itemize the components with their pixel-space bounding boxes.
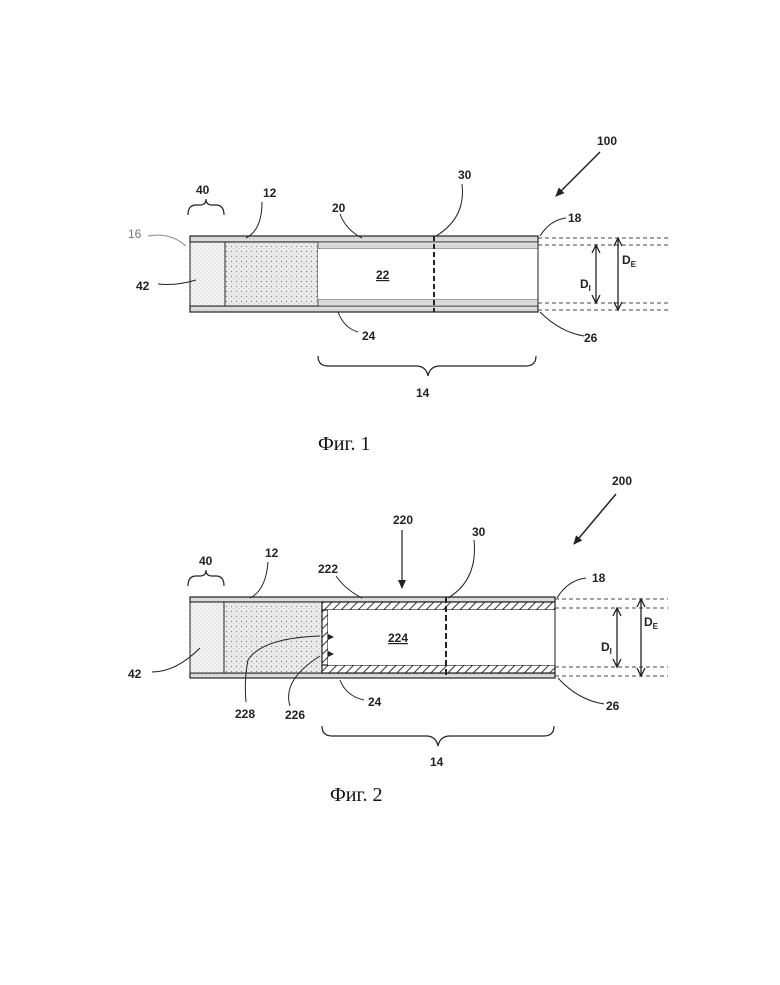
fig2-leader-30 xyxy=(448,540,474,598)
fig1-leader-30 xyxy=(436,184,462,236)
figure-2: 200 220 40 12 30 222 18 224 42 228 226 2… xyxy=(128,474,668,806)
fig2-label-40: 40 xyxy=(199,554,213,568)
fig2-label-222: 222 xyxy=(318,562,338,576)
fig1-label-12: 12 xyxy=(263,186,277,200)
fig1-leader-26 xyxy=(540,312,584,336)
fig1-bracket-40 xyxy=(188,199,224,215)
fig1-arrow-100 xyxy=(556,152,600,196)
fig2-leader-222 xyxy=(336,576,362,598)
fig2-label-di: DI xyxy=(601,640,612,656)
fig2-leader-12 xyxy=(250,562,268,598)
fig1-wrapper-bottom xyxy=(190,306,538,312)
figure-1: 100 40 12 30 20 16 18 42 22 24 26 14 DE … xyxy=(128,134,668,455)
fig2-tube-wall-top xyxy=(322,602,555,610)
fig2-label-de: DE xyxy=(644,615,659,631)
fig2-label-226: 226 xyxy=(285,708,305,722)
fig1-label-30: 30 xyxy=(458,168,472,182)
fig1-label-40: 40 xyxy=(196,183,210,197)
fig1-label-14: 14 xyxy=(416,386,430,400)
fig2-wrapper-top xyxy=(190,597,555,602)
fig1-label-22: 22 xyxy=(376,268,390,282)
fig1-cavity-22 xyxy=(318,249,538,299)
fig2-filter-12 xyxy=(224,602,322,673)
fig2-cavity-224 xyxy=(328,610,555,665)
fig2-label-228: 228 xyxy=(235,707,255,721)
fig2-leader-18 xyxy=(557,578,586,598)
fig2-label-30: 30 xyxy=(472,525,486,539)
fig1-tube-wall-top xyxy=(318,242,538,249)
fig2-label-26: 26 xyxy=(606,699,620,713)
fig1-leader-24 xyxy=(338,312,358,332)
fig1-label-100: 100 xyxy=(597,134,617,148)
fig1-label-16: 16 xyxy=(128,227,142,241)
fig2-caption: Фиг. 2 xyxy=(330,784,382,806)
fig2-label-42: 42 xyxy=(128,667,142,681)
fig2-label-220: 220 xyxy=(393,513,413,527)
fig1-tube-wall-bottom xyxy=(318,299,538,306)
fig1-filter-12 xyxy=(225,242,318,306)
fig1-leader-18 xyxy=(540,218,566,236)
fig1-label-24: 24 xyxy=(362,329,376,343)
fig2-wrapper-bottom xyxy=(190,673,555,678)
fig2-label-24: 24 xyxy=(368,695,382,709)
fig2-tube-end-wall xyxy=(322,610,328,665)
fig2-plug-42 xyxy=(190,602,224,673)
fig2-label-12: 12 xyxy=(265,546,279,560)
fig1-plug-42 xyxy=(190,242,225,306)
fig1-wrapper-top xyxy=(190,236,538,242)
fig2-arrow-200 xyxy=(574,494,616,544)
fig1-leader-12 xyxy=(246,202,262,238)
fig1-label-26: 26 xyxy=(584,331,598,345)
fig2-bracket-14 xyxy=(322,726,554,746)
fig1-label-18: 18 xyxy=(568,211,582,225)
fig2-label-18: 18 xyxy=(592,571,606,585)
fig1-leader-16 xyxy=(148,235,186,246)
fig1-caption: Фиг. 1 xyxy=(318,433,370,455)
fig2-label-200: 200 xyxy=(612,474,632,488)
fig2-leader-26 xyxy=(558,678,604,704)
fig2-tube-wall-bottom xyxy=(322,665,555,673)
fig2-bracket-40 xyxy=(188,570,224,586)
fig1-label-42: 42 xyxy=(136,279,150,293)
fig1-leader-20 xyxy=(340,214,362,238)
fig1-bracket-14 xyxy=(318,356,536,376)
fig1-label-di: DI xyxy=(580,277,591,293)
fig2-label-14: 14 xyxy=(430,755,444,769)
fig2-label-224: 224 xyxy=(388,631,408,645)
fig1-label-de: DE xyxy=(622,253,637,269)
fig1-label-20: 20 xyxy=(332,201,346,215)
fig2-leader-24 xyxy=(340,680,364,700)
